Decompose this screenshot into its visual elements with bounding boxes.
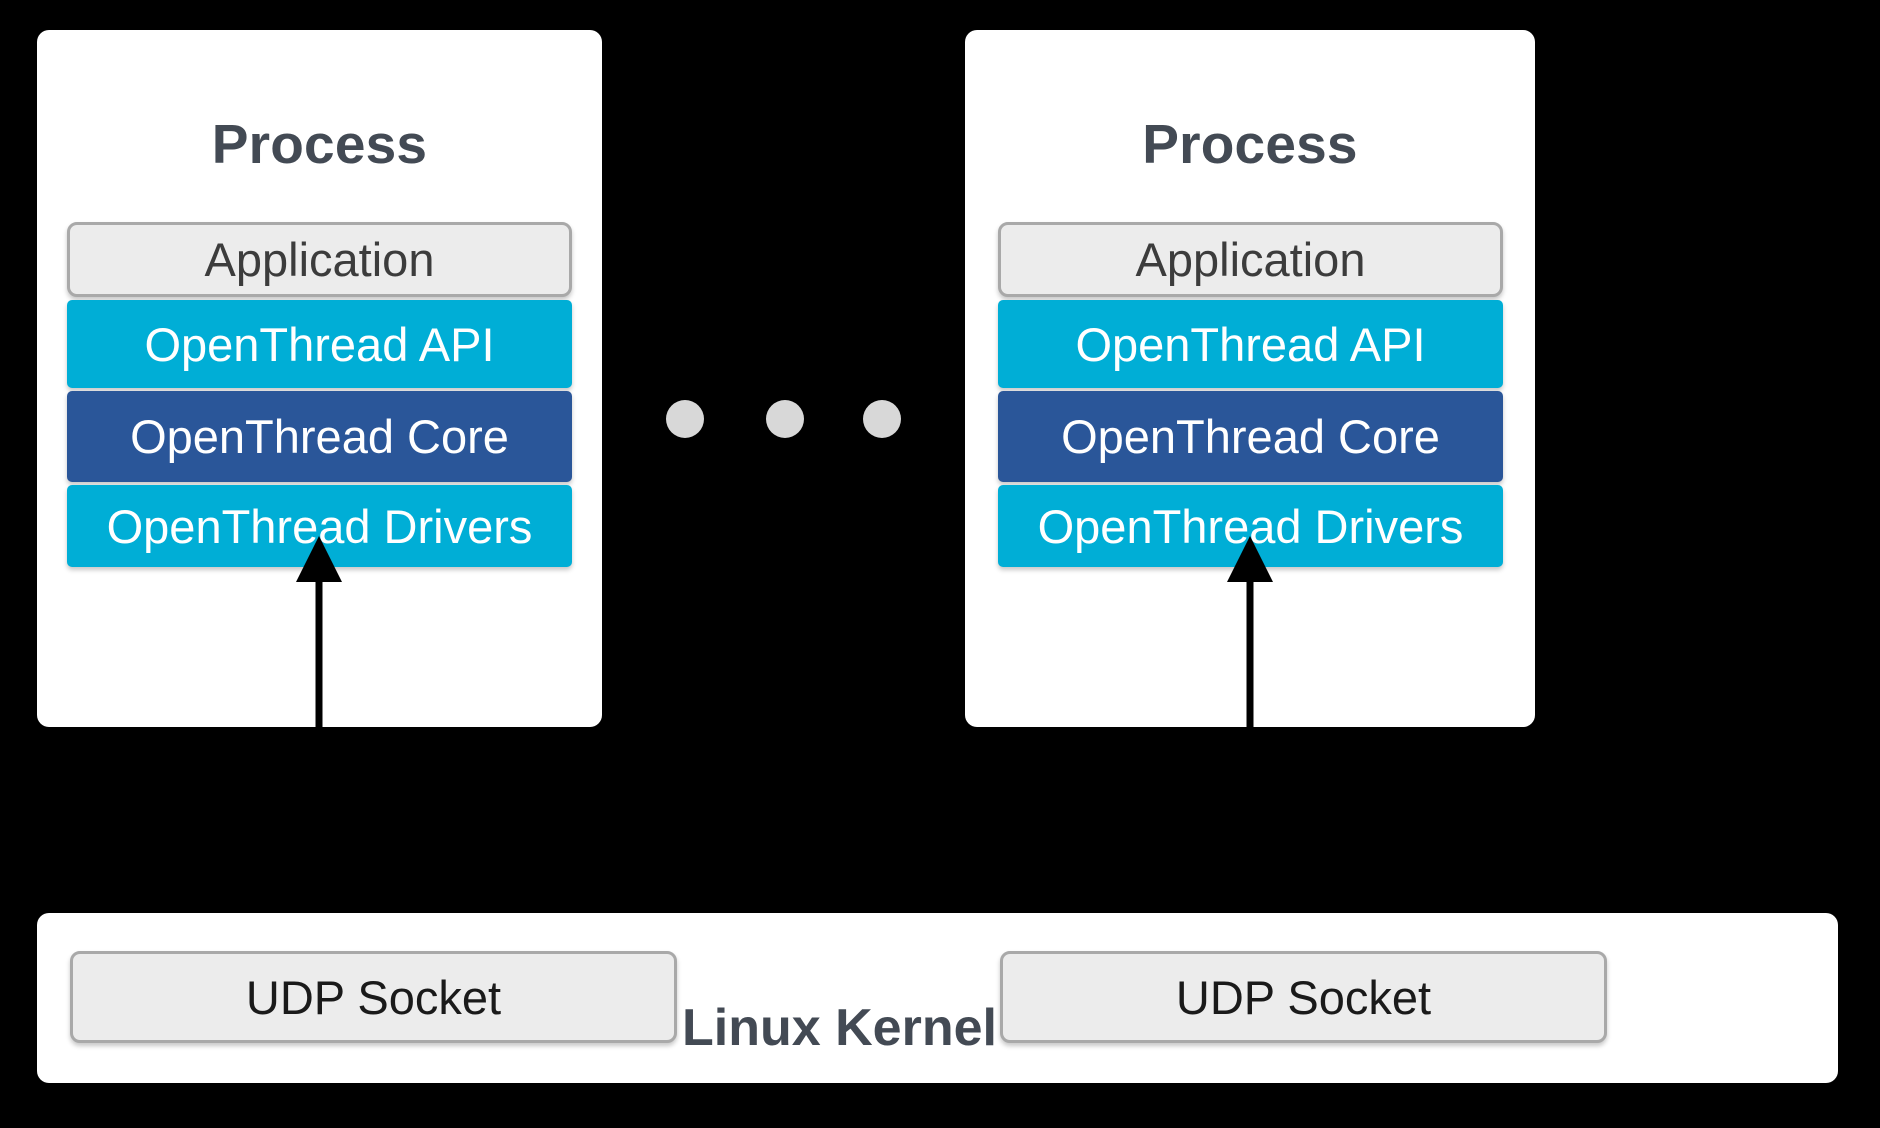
udp-socket-box-right: UDP Socket xyxy=(1000,951,1607,1043)
layer-application-left: Application xyxy=(67,222,572,297)
layer-openthread-drivers-right: OpenThread Drivers xyxy=(998,485,1503,567)
layer-openthread-api-right: OpenThread API xyxy=(998,300,1503,388)
udp-socket-label: UDP Socket xyxy=(1175,970,1432,1024)
ellipsis-dot-3 xyxy=(863,400,901,438)
layer-label: OpenThread API xyxy=(144,317,495,371)
kernel-card: UDP Socket Linux Kernel UDP Socket xyxy=(37,913,1838,1083)
connector-arrow-right xyxy=(1227,536,1273,730)
layer-label: OpenThread Core xyxy=(130,410,509,463)
ellipsis-dot-1 xyxy=(666,400,704,438)
layer-label: OpenThread API xyxy=(1075,317,1426,371)
layer-application-right: Application xyxy=(998,222,1503,297)
process-card-left: Process Application OpenThread API OpenT… xyxy=(37,30,602,727)
kernel-title: Linux Kernel xyxy=(682,999,997,1057)
udp-socket-box-left: UDP Socket xyxy=(70,951,677,1043)
layer-openthread-api-left: OpenThread API xyxy=(67,300,572,388)
layer-label: Application xyxy=(204,233,435,286)
ellipsis-dot-2 xyxy=(766,400,804,438)
layer-openthread-core-left: OpenThread Core xyxy=(67,391,572,482)
connector-arrow-left xyxy=(296,536,342,730)
process-title-right: Process xyxy=(1142,113,1358,175)
udp-socket-label: UDP Socket xyxy=(245,970,502,1024)
layer-label: OpenThread Core xyxy=(1061,410,1440,463)
layer-label: Application xyxy=(1135,233,1366,286)
layer-openthread-core-right: OpenThread Core xyxy=(998,391,1503,482)
process-title-left: Process xyxy=(211,113,428,175)
